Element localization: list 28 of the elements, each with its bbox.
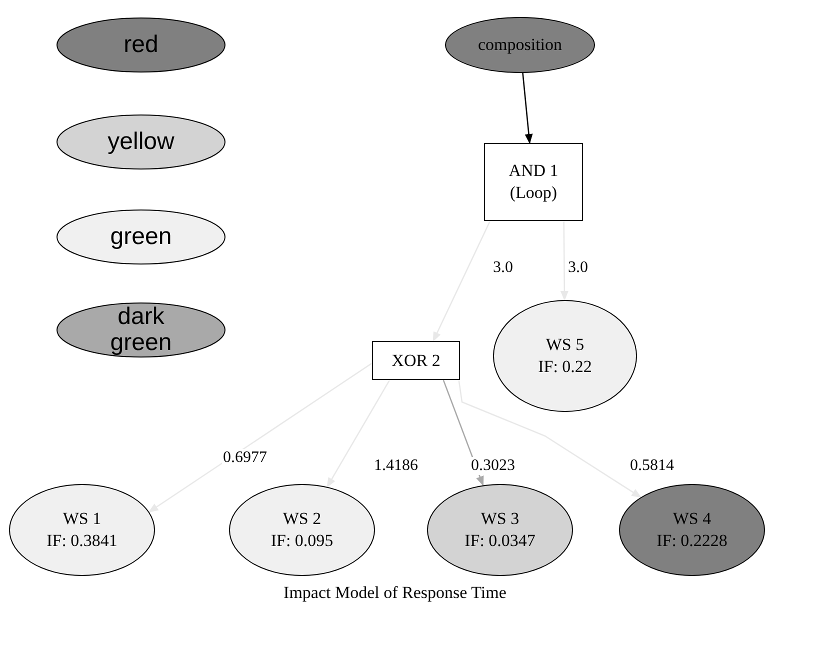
arrow bbox=[326, 380, 390, 488]
legend-label: dark green bbox=[109, 304, 173, 356]
arrow bbox=[560, 221, 568, 301]
arrow bbox=[148, 362, 372, 512]
node-label: WS 2 bbox=[282, 508, 322, 530]
rectangle-node bbox=[372, 341, 460, 380]
rectangle-node bbox=[484, 143, 583, 221]
node-label: IF: 0.095 bbox=[270, 530, 334, 552]
node-label: IF: 0.22 bbox=[537, 356, 593, 378]
node-label: IF: 0.2228 bbox=[656, 530, 728, 552]
node-label: WS 3 bbox=[480, 508, 520, 530]
arrow bbox=[458, 380, 642, 498]
node-label: AND 1 (Loop) bbox=[508, 160, 560, 204]
edge-label: 0.6977 bbox=[222, 449, 268, 467]
caption: Impact Model of Response Time bbox=[282, 582, 508, 604]
node-label: composition bbox=[476, 34, 564, 56]
legend-label: red bbox=[122, 32, 160, 58]
node-label: WS 4 bbox=[672, 508, 712, 530]
node-label: IF: 0.3841 bbox=[46, 530, 118, 552]
legend-label: green bbox=[109, 224, 173, 250]
node-label: WS 5 bbox=[544, 334, 586, 356]
node-label: WS 1 bbox=[62, 508, 102, 530]
node-label: IF: 0.0347 bbox=[464, 530, 536, 552]
arrow bbox=[522, 72, 533, 144]
edge-label: 0.3023 bbox=[470, 457, 516, 475]
arrow bbox=[432, 220, 491, 342]
legend-label: yellow bbox=[106, 129, 176, 155]
node-label: XOR 2 bbox=[390, 350, 442, 372]
